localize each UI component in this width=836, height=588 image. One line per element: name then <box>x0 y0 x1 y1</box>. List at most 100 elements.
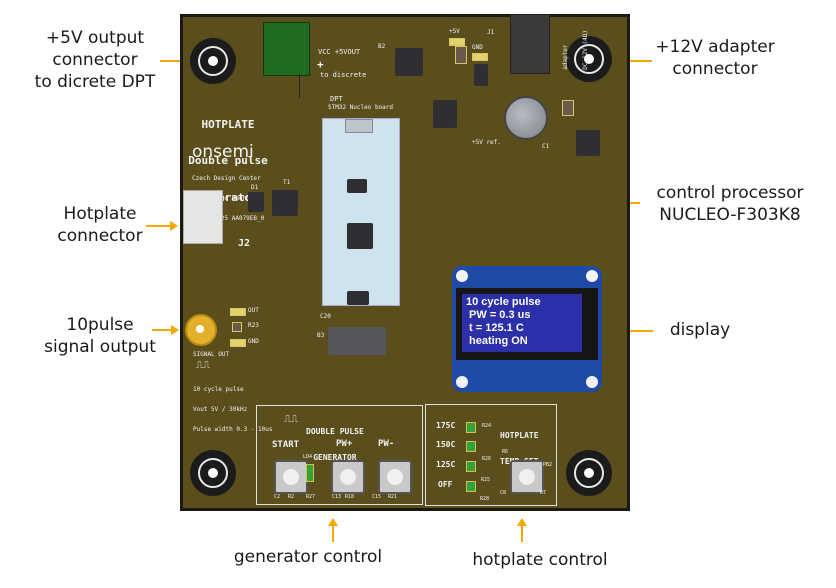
designator: D1 <box>251 184 259 191</box>
board-title-line: Double pulse <box>188 154 268 168</box>
oled-line: heating ON <box>466 335 528 347</box>
designator: R25 <box>481 477 491 483</box>
led-off <box>466 481 476 492</box>
pad-5v <box>449 38 465 46</box>
designator: R28 <box>480 496 490 502</box>
arrow-hotplate-ctrl <box>521 524 523 542</box>
signal-out-label: SIGNAL OUT <box>193 351 230 358</box>
designator: C2 <box>274 494 281 500</box>
led-125 <box>466 461 476 472</box>
pw-plus-button[interactable] <box>331 460 365 494</box>
pulse-icon: ⎍⎍ <box>284 414 298 425</box>
silk-line: GENERATOR <box>313 452 357 462</box>
plus-mark: + <box>317 58 324 71</box>
pad-gnd <box>472 53 488 61</box>
led-150 <box>466 441 476 452</box>
hotplate-control-panel <box>425 404 557 506</box>
callout-line: 10pulse <box>66 315 134 335</box>
arrowhead-icon <box>328 518 338 526</box>
arrow-pulse <box>152 329 172 331</box>
callout-control-processor: control processor NUCLEO-F303K8 <box>640 182 820 226</box>
pulse-icon: ⎍⎍ <box>196 360 210 371</box>
mount-hole-icon <box>586 376 598 388</box>
temp-level-125: 125C <box>436 460 456 469</box>
callout-line: +5V output <box>45 28 145 48</box>
ic-mcu <box>347 223 373 249</box>
designator: C8 <box>500 490 507 496</box>
mount-hole-icon <box>456 376 468 388</box>
designator: R27 <box>306 494 316 500</box>
adapter-label: adapter DC 12V (4Ω) <box>550 30 596 70</box>
designator: C15 <box>372 494 382 500</box>
ic-regulator <box>347 179 367 193</box>
callout-5v-output: +5V output connector to dicrete DPT <box>20 27 170 93</box>
transistor-t1 <box>272 190 298 216</box>
silk-line: to discrete <box>320 71 367 80</box>
ic-d2 <box>474 64 488 86</box>
oled-display: 10 cycle pulse PW = 0.3 us t = 125.1 C h… <box>452 266 602 392</box>
ic-b3 <box>328 327 386 355</box>
designator: B2 <box>378 43 386 50</box>
pad-label: +5V <box>449 28 460 35</box>
callout-line: NUCLEO-F303K8 <box>659 205 801 225</box>
silk-line: Pulse width 0.3 - 10us <box>193 425 273 433</box>
trace <box>299 74 300 98</box>
mounting-hole-icon <box>566 36 612 82</box>
temp-level-175: 175C <box>436 421 456 430</box>
pad-label: OUT <box>248 307 259 314</box>
designator: C1 <box>542 143 550 150</box>
silk-line: 10 cycle pulse <box>193 386 244 394</box>
oled-text: 10 cycle pulse PW = 0.3 us t = 125.1 C h… <box>462 294 582 352</box>
designator: R21 <box>388 494 398 500</box>
pcb-board <box>180 14 630 511</box>
mount-hole-icon <box>586 270 598 282</box>
ic-usb <box>347 291 369 305</box>
silk-line: HOTPLATE <box>500 430 539 440</box>
usb-connector <box>345 119 373 133</box>
diode-d1 <box>248 192 264 212</box>
pw-minus-label: PW- <box>378 439 395 449</box>
terminal-block-5v <box>263 22 310 76</box>
silk-line: DOUBLE PULSE <box>306 426 364 436</box>
dc-jack-12v <box>510 14 550 74</box>
start-button[interactable] <box>274 460 308 494</box>
nucleo-label: STM32 Nucleo board <box>328 104 394 111</box>
callout-display: display <box>669 320 731 340</box>
callout-line: signal output <box>44 337 156 357</box>
mount-hole-icon <box>456 270 468 282</box>
pad-gnd <box>230 339 246 347</box>
nucleo-board <box>322 118 400 306</box>
designator: J1 <box>487 29 495 36</box>
callout-line: connector <box>57 226 143 246</box>
callout-line: Hotplate <box>63 204 137 224</box>
designator: J2 <box>238 238 251 249</box>
designator: R7 <box>540 490 547 496</box>
callout-line: connector <box>52 50 138 70</box>
callout-line: to dicrete DPT <box>34 72 156 92</box>
arrow-hotplate <box>146 225 171 227</box>
board-title-line: HOTPLATE <box>201 118 255 132</box>
designator: R26 <box>482 456 492 462</box>
temp-set-button[interactable] <box>510 460 544 494</box>
callout-12v-adapter: +12V adapter connector <box>640 36 790 80</box>
ref-5v-label: +5V ref. <box>472 139 501 146</box>
designator: C13 <box>332 494 342 500</box>
generator-title: DOUBLE PULSE GENERATOR <box>306 410 364 472</box>
onsemi-logo: onsemi <box>192 142 254 162</box>
led-ld4 <box>306 464 314 482</box>
arrow-generator <box>332 524 334 542</box>
designator: C20 <box>320 313 331 320</box>
arrowhead-icon <box>517 518 527 526</box>
capacitor-c1 <box>504 96 548 140</box>
oled-line: t = 125.1 C <box>466 322 524 334</box>
silk-line: Czech Design Center <box>192 175 261 183</box>
pad-label: GND <box>248 338 259 345</box>
pw-minus-button[interactable] <box>378 460 412 494</box>
designator: LD4 <box>303 454 313 460</box>
hotplate-connector-j2 <box>183 190 223 244</box>
callout-line: connector <box>672 59 758 79</box>
designator: R6 <box>502 449 509 455</box>
pad-out <box>230 308 246 316</box>
designator: R24 <box>482 423 492 429</box>
designator: T1 <box>283 179 291 186</box>
